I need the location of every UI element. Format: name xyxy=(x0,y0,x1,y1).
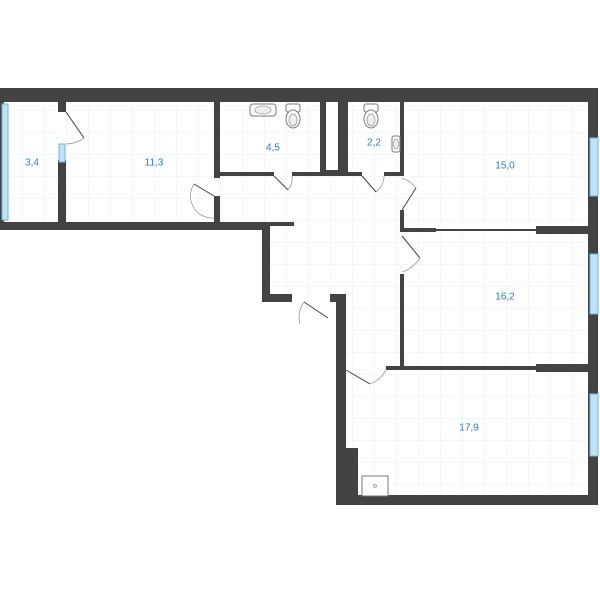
room-3-window xyxy=(589,393,599,457)
room1-room2-wall-b xyxy=(536,226,588,234)
room-3-floor xyxy=(346,370,588,496)
fixtures xyxy=(249,103,401,497)
room-1-window xyxy=(589,137,599,197)
windows xyxy=(1,103,599,457)
kitchen-door-arc xyxy=(190,183,215,219)
room-3-area: 17,9 xyxy=(459,423,479,434)
outer-wall-room3-left xyxy=(336,296,346,505)
room-1-door xyxy=(401,187,417,211)
room-2-door xyxy=(401,235,421,259)
bathroom-door-arc xyxy=(287,175,293,191)
room-2-floor xyxy=(404,234,588,366)
toilet-area: 2,2 xyxy=(367,138,381,149)
room2-left-wall xyxy=(400,274,404,370)
bathroom-door xyxy=(273,175,289,191)
kitchen-floor xyxy=(66,104,218,218)
balcony-floor xyxy=(8,104,58,222)
hall-partition xyxy=(268,222,294,226)
hall-door-arc xyxy=(298,301,305,325)
room-2-area: 16,2 xyxy=(495,292,515,303)
room2-room3-wall-a xyxy=(386,366,536,370)
bath-bottom-wall-b xyxy=(292,172,322,176)
bathroom-sink xyxy=(249,103,277,117)
outer-wall-top xyxy=(0,88,598,102)
room1-room2-wall-mid xyxy=(436,229,536,231)
shaft-wall-right xyxy=(338,102,344,176)
room-2-window xyxy=(589,253,599,315)
kitchen-bath-wall-low xyxy=(214,196,220,226)
toilet-sink xyxy=(391,135,401,153)
bathroom-area: 4,5 xyxy=(266,143,280,154)
room-3-door xyxy=(345,369,371,385)
bathroom-toilet xyxy=(285,103,301,129)
balcony-kitchen-wall-top xyxy=(58,102,66,112)
room-2-door-arc xyxy=(401,257,421,273)
balcony-kitchen-wall-bottom xyxy=(58,160,66,222)
bath-bottom-wall-a xyxy=(218,172,274,176)
balcony-area: 3,4 xyxy=(25,158,39,169)
toilet-left-wall xyxy=(344,102,348,176)
shaft-wall-left xyxy=(320,102,326,176)
room-3-door-arc xyxy=(369,369,387,385)
kitchen-door xyxy=(193,183,215,197)
toilet-door-arc xyxy=(375,175,385,193)
kitchen-bath-wall xyxy=(214,102,220,178)
hall-floor xyxy=(218,174,404,366)
area-labels: 3,4 11,3 4,5 2,2 15,0 16,2 17,9 xyxy=(25,138,515,434)
outer-wall-kitchen-bottom xyxy=(0,222,270,230)
room-1-door-arc xyxy=(401,177,417,189)
room3-column xyxy=(346,448,358,496)
shaft-wall-bottom xyxy=(320,170,344,176)
kitchen-area: 11,3 xyxy=(145,158,164,169)
toilet-bowl xyxy=(363,103,379,129)
toilet-door xyxy=(361,175,377,193)
toilet-bottom-wall-a xyxy=(344,172,362,176)
balcony-door-glass xyxy=(58,143,66,163)
hall-left-wall xyxy=(262,222,270,302)
hall-step-wall-2 xyxy=(330,294,346,302)
room-1-floor xyxy=(404,104,588,228)
toilet-right-wall xyxy=(400,102,404,176)
outer-wall-bottom xyxy=(336,495,598,505)
room-3-box xyxy=(361,475,389,497)
floors xyxy=(8,104,588,496)
doors xyxy=(65,111,421,385)
hall-step-wall xyxy=(262,294,292,302)
room1-room2-wall-a xyxy=(400,228,436,232)
hall-door xyxy=(303,301,329,319)
room2-room3-wall-b xyxy=(536,364,588,372)
balcony-door-arc xyxy=(65,137,85,145)
balcony-door xyxy=(65,111,85,139)
toilet-bottom-wall-b xyxy=(384,172,404,176)
balcony-window xyxy=(1,103,9,221)
room1-left-wall-low xyxy=(400,210,404,230)
room-1-area: 15,0 xyxy=(495,161,515,172)
